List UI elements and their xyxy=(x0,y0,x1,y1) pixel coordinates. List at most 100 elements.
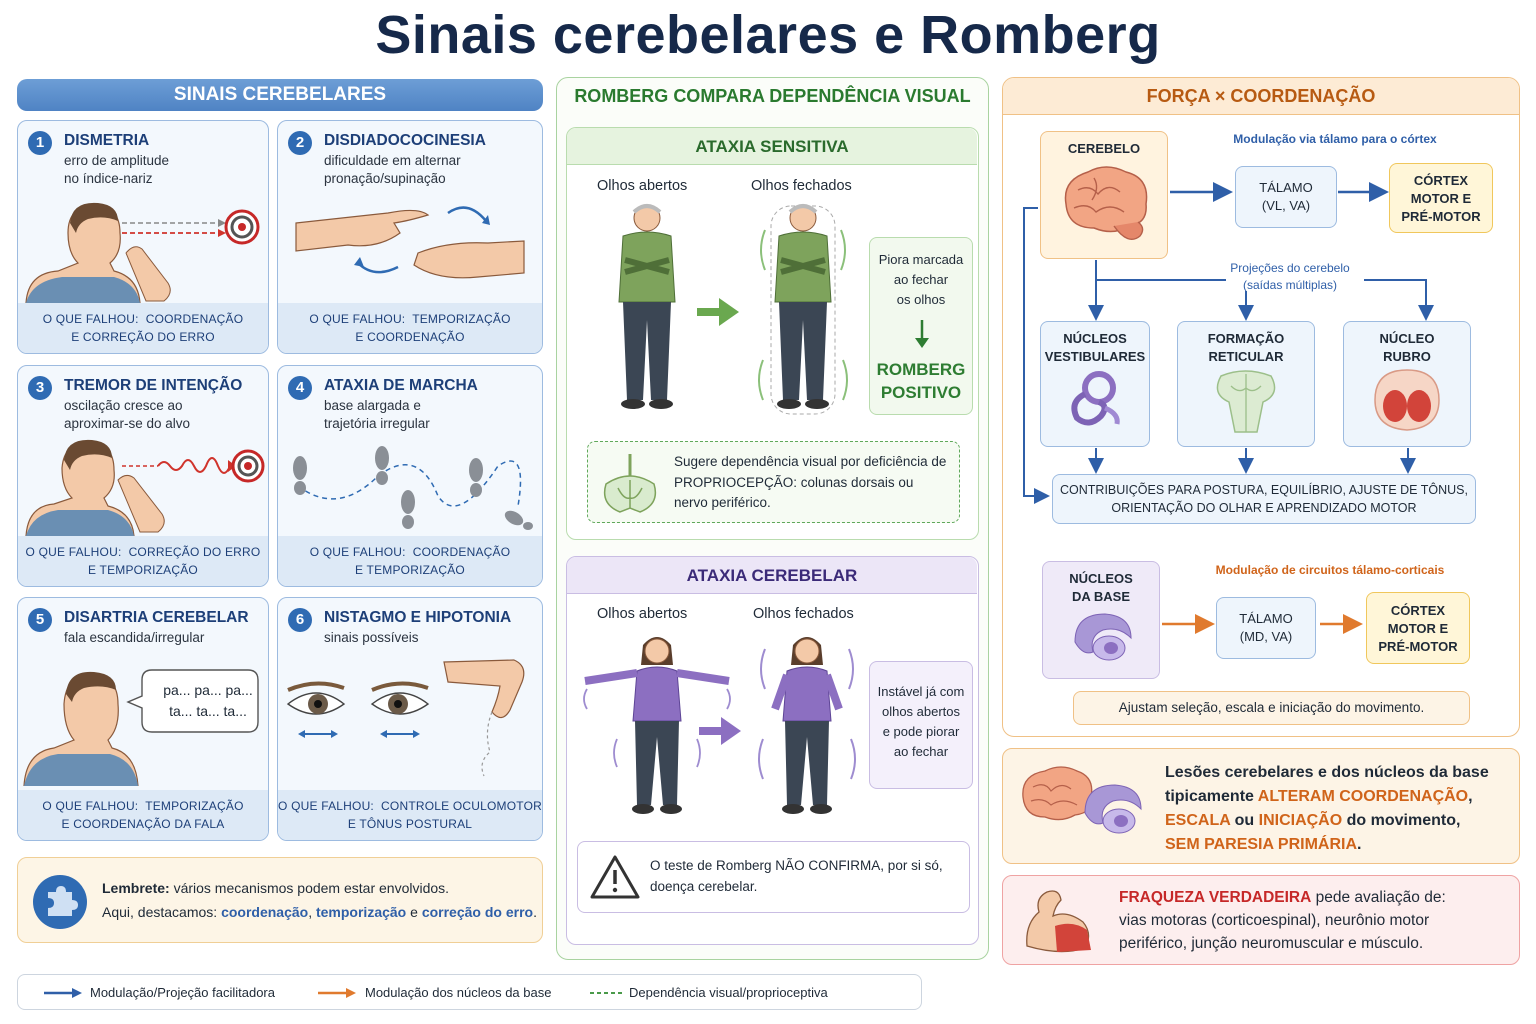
lesion-text: ou xyxy=(1230,812,1259,829)
worsens-note-box: Piora marcada ao fechar os olhos ROMBERG… xyxy=(869,237,973,415)
finger-nose-illustration xyxy=(25,202,260,303)
weakness-text: pede avaliação de: xyxy=(1311,889,1446,906)
card-number: 3 xyxy=(28,376,52,400)
lesion-text: do movimento, xyxy=(1342,812,1461,829)
projections-label: Projeções do cerebelo (saídas múltiplas) xyxy=(1230,261,1350,292)
true-weakness-text: FRAQUEZA VERDADEIRA pede avaliação de: v… xyxy=(1119,886,1446,955)
unstable-note: Instável já com olhos abertos e pode pio… xyxy=(877,684,965,759)
intention-tremor-illustration xyxy=(25,439,265,536)
footer-label: O QUE FALHOU: xyxy=(309,312,406,326)
reticular-formation-label: FORMAÇÃO RETICULAR xyxy=(1207,331,1285,364)
eyes-open-label: Olhos abertos xyxy=(597,606,688,622)
warning-icon xyxy=(590,855,640,899)
contributions-box: CONTRIBUIÇÕES PARA POSTURA, EQUILÍBRIO, … xyxy=(1052,474,1476,524)
basal-ganglia-icon xyxy=(1074,613,1132,661)
lesion-text: tipicamente xyxy=(1165,788,1258,805)
orange-arrow-icon xyxy=(318,988,356,998)
vestibular-icon xyxy=(1071,371,1120,426)
card-title: ATAXIA DE MARCHA xyxy=(324,377,478,394)
thalamus-vl-va-box: TÁLAMO (VL, VA) xyxy=(1235,166,1337,228)
lesion-line: SEM PARESIA PRIMÁRIA. xyxy=(1165,833,1489,857)
card-subtitle: dificuldade em alternar pronação/supinaç… xyxy=(324,153,461,186)
lesion-text: . xyxy=(1357,836,1362,853)
gait-footprints-illustration xyxy=(293,446,533,530)
green-dashed-line-icon xyxy=(590,992,622,994)
red-nucleus-label: NÚCLEO RUBRO xyxy=(1379,331,1435,364)
thalamic-modulation-label: Modulação via tálamo para o córtex xyxy=(1233,132,1437,146)
basal-nuclei-box: NÚCLEOS DA BASE xyxy=(1042,561,1160,679)
sign-card-dysmetria: 1 DISMETRIA erro de amplitude no índice-… xyxy=(17,120,269,354)
card-title: DISARTRIA CEREBELAR xyxy=(64,609,249,626)
footer-label: O QUE FALHOU: xyxy=(42,799,139,813)
reminder-sep: e xyxy=(406,904,422,920)
card-title: DISMETRIA xyxy=(64,132,150,149)
thalamus-md-va-box: TÁLAMO (MD, VA) xyxy=(1216,597,1316,659)
card-footer: O QUE FALHOU: TEMPORIZAÇÃO E COORDENAÇÃO xyxy=(278,303,542,353)
red-nucleus-box: NÚCLEO RUBRO xyxy=(1343,321,1471,447)
basal-nuclei-label: NÚCLEOS DA BASE xyxy=(1069,571,1133,604)
footer-text: CONTROLE OCULOMOTOR E TÔNUS POSTURAL xyxy=(347,799,542,831)
romberg-section-header: ROMBERG COMPARA DEPENDÊNCIA VISUAL xyxy=(574,86,971,106)
motor-cortex-box-2: CÓRTEX MOTOR E PRÉ-MOTOR xyxy=(1366,592,1470,664)
puzzle-icon xyxy=(33,875,87,929)
lesion-highlight: INICIAÇÃO xyxy=(1258,812,1343,829)
speech-line: pa... pa... pa... xyxy=(163,682,253,698)
reminder-end: . xyxy=(533,904,537,920)
brain-icon xyxy=(1064,166,1148,240)
card-subtitle: erro de amplitude no índice-nariz xyxy=(64,153,170,186)
lesion-text: , xyxy=(1468,788,1473,805)
flexed-arm-icon xyxy=(1026,890,1091,953)
card-title: DISDIADOCOCINESIA xyxy=(324,132,486,149)
cerebellar-ataxia-box: ATAXIA CEREBELAR Olhos abertos Olhos fec… xyxy=(566,556,979,945)
sign-card-dysarthria: 5 DISARTRIA CEREBELAR fala escandida/irr… xyxy=(17,597,269,841)
lesion-line: ESCALA ou INICIAÇÃO do movimento, xyxy=(1165,809,1489,833)
card-number: 5 xyxy=(28,608,52,632)
cerebellum-label: CEREBELO xyxy=(1067,141,1141,156)
unstable-note-box: Instável já com olhos abertos e pode pio… xyxy=(869,661,973,789)
eyes-and-arm-illustration xyxy=(286,659,525,777)
lesion-line: Lesões cerebelares e dos núcleos da base xyxy=(1165,764,1489,781)
lesion-highlight: ALTERAM COORDENAÇÃO xyxy=(1257,788,1469,805)
blue-arrow-icon xyxy=(44,988,82,998)
reminder-prefix: Aqui, destacamos: xyxy=(102,904,222,920)
vestibular-nuclei-box: NÚCLEOS VESTIBULARES xyxy=(1040,321,1150,447)
lesion-summary-box: Lesões cerebelares e dos núcleos da base… xyxy=(1002,748,1520,864)
footer-label: O QUE FALHOU: xyxy=(25,545,122,559)
card-footer: O QUE FALHOU: TEMPORIZAÇÃO E COORDENAÇÃO… xyxy=(18,790,268,840)
lesion-summary-text: Lesões cerebelares e dos núcleos da base… xyxy=(1165,761,1489,857)
sign-card-dysdiadochokinesia: 2 DISDIADOCOCINESIA dificuldade em alter… xyxy=(277,120,543,354)
legend-item-visual-dependence: Dependência visual/proprioceptiva xyxy=(629,985,828,1000)
alternating-hands-illustration xyxy=(295,206,525,279)
card-title: TREMOR DE INTENÇÃO xyxy=(64,377,243,394)
lesion-highlight: ESCALA xyxy=(1165,812,1231,829)
reminder-keyword: correção do erro xyxy=(421,904,534,920)
proprioception-note-box: Sugere dependência visual por deficiênci… xyxy=(587,441,960,523)
card-number: 2 xyxy=(288,131,312,155)
brain-and-basal-ganglia-icon xyxy=(1022,766,1142,834)
card-subtitle: base alargada e trajetória irregular xyxy=(324,398,430,431)
left-section-header: SINAIS CEREBELARES xyxy=(17,79,543,111)
card-subtitle: fala escandida/irregular xyxy=(64,630,205,645)
card-footer: O QUE FALHOU: CONTROLE OCULOMOTOR E TÔNU… xyxy=(278,790,542,840)
card-subtitle: sinais possíveis xyxy=(324,630,419,645)
page-title: Sinais cerebelares e Romberg xyxy=(375,5,1161,65)
eyes-open-label: Olhos abertos xyxy=(597,178,688,194)
lesion-line: tipicamente ALTERAM COORDENAÇÃO, xyxy=(1165,785,1489,809)
thalamocortical-modulation-label: Modulação de circuitos tálamo-corticais xyxy=(1215,563,1445,577)
footer-text: CORREÇÃO DO ERRO E TEMPORIZAÇÃO xyxy=(88,545,261,577)
speaking-head-illustration xyxy=(23,669,259,786)
footer-text: TEMPORIZAÇÃO E COORDENAÇÃO xyxy=(355,312,511,344)
vestibular-nuclei-label: NÚCLEOS VESTIBULARES xyxy=(1044,331,1146,364)
eyes-closed-label: Olhos fechados xyxy=(753,606,854,622)
card-number: 4 xyxy=(288,376,312,400)
sign-card-gait-ataxia: 4 ATAXIA DE MARCHA base alargada e traje… xyxy=(277,365,543,587)
romberg-warning-box: O teste de Romberg NÃO CONFIRMA, por si … xyxy=(577,841,970,913)
footer-text: COORDENAÇÃO E CORREÇÃO DO ERRO xyxy=(71,312,244,344)
reminder-keyword: coordenação xyxy=(221,904,309,920)
proprioception-note: Sugere dependência visual por deficiênci… xyxy=(674,454,947,510)
sensitive-ataxia-box: ATAXIA SENSITIVA Olhos abertos Olhos fec… xyxy=(566,127,979,540)
unstable-woman-comparison xyxy=(583,637,856,814)
weakness-title: FRAQUEZA VERDADEIRA xyxy=(1119,889,1312,906)
card-title: NISTAGMO E HIPOTONIA xyxy=(324,609,512,626)
romberg-warning-text: O teste de Romberg NÃO CONFIRMA, por si … xyxy=(650,858,943,894)
